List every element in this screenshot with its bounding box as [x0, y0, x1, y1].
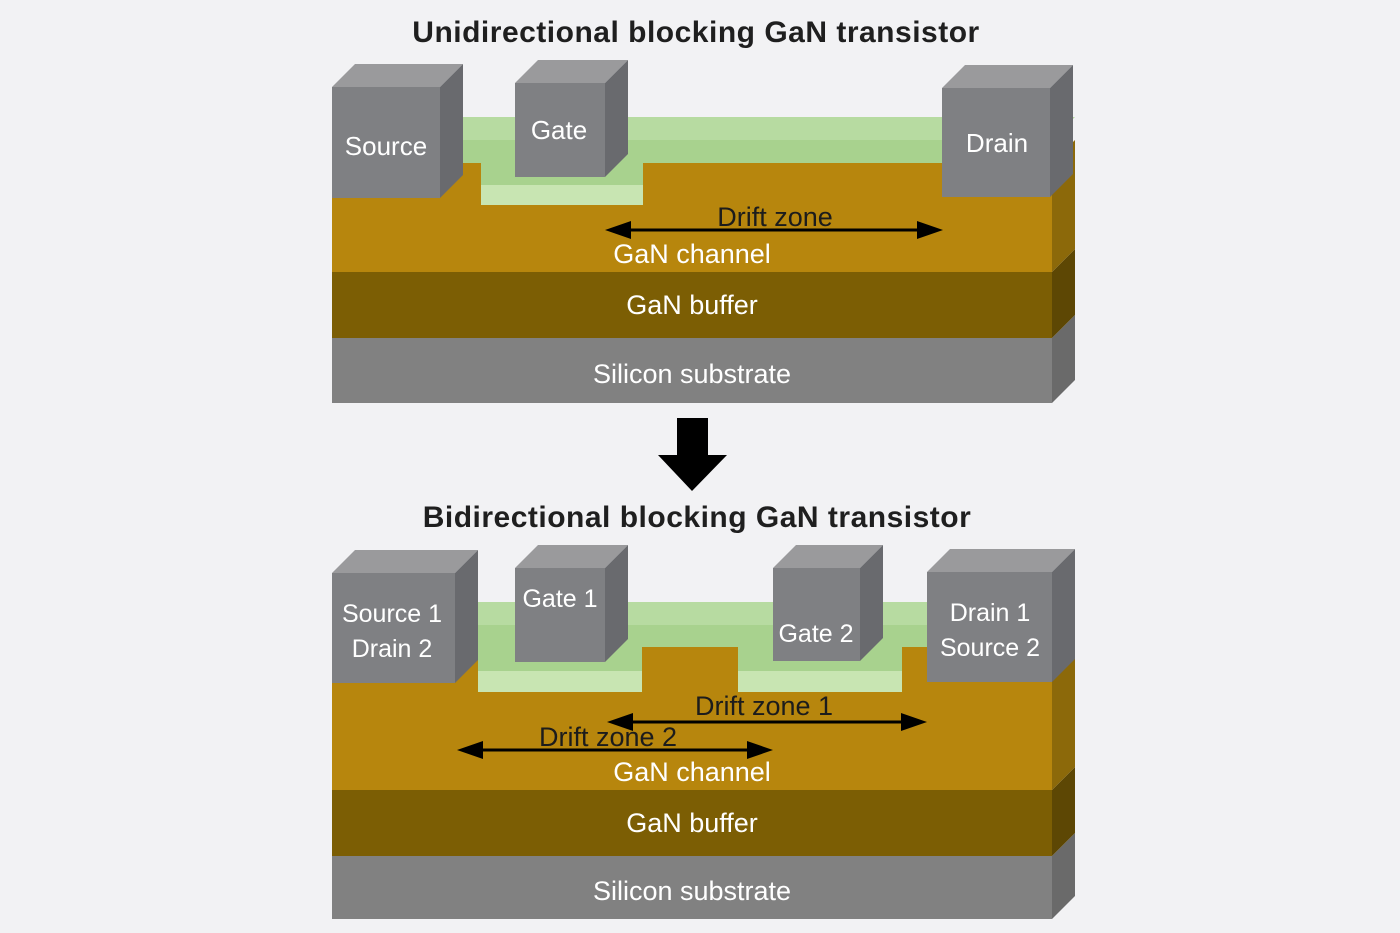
top-drift-zone-arrowhead-right [917, 221, 943, 239]
top-gate-side-face [605, 60, 628, 177]
bottom-drain2-label: Drain 2 [352, 635, 433, 663]
top-drain-label: Drain [966, 128, 1028, 158]
bottom-gate1-block [515, 568, 605, 662]
unidirectional-diagram: Unidirectional blocking GaN transistor S… [332, 16, 1075, 403]
bottom-drift-zone1-arrowhead-left [607, 713, 633, 731]
bottom-drift-zone2-arrowhead-right [747, 741, 773, 759]
top-substrate-label: Silicon substrate [593, 359, 791, 389]
top-substrate-side-face [1052, 315, 1075, 403]
top-gate-top-face [515, 60, 628, 83]
top-source-label: Source [345, 131, 427, 161]
bottom-substrate-side-face [1052, 833, 1075, 919]
top-source-block [332, 87, 440, 198]
top-drain-top-face [942, 65, 1073, 88]
top-buffer-label: GaN buffer [626, 290, 758, 320]
bottom-drain1-side-face [1052, 549, 1075, 682]
top-drain-side-face [1050, 65, 1073, 197]
bottom-gate1-side-face [605, 545, 628, 662]
bottom-drain1-label: Drain 1 [950, 599, 1031, 627]
bottom-gate2-trench-floor [738, 671, 902, 692]
bottom-substrate-label: Silicon substrate [593, 876, 791, 906]
bottom-title: Bidirectional blocking GaN transistor [423, 501, 972, 534]
bottom-gate2-label: Gate 2 [778, 620, 853, 648]
top-drift-zone-label: Drift zone [717, 202, 833, 232]
top-gate-block [515, 83, 605, 177]
bottom-drain1-top-face [927, 549, 1075, 572]
top-buffer-side-face [1052, 249, 1075, 338]
bottom-source2-label: Source 2 [940, 634, 1040, 662]
top-buffer-layer [332, 272, 1052, 338]
bottom-gate1-trench-floor [478, 671, 642, 692]
bottom-drain1-source2-block [927, 572, 1052, 682]
top-source-side-face [440, 64, 463, 198]
bottom-source1-side-face [455, 550, 478, 683]
bottom-source1-top-face [332, 550, 478, 573]
top-barrier-front-face [332, 140, 1052, 163]
bottom-gate2-top-face [773, 545, 883, 568]
bottom-drift-zone1-label: Drift zone 1 [695, 691, 833, 721]
bottom-gate2-side-face [860, 545, 883, 661]
bottom-drift-zone2-arrowhead-left [457, 741, 483, 759]
bottom-channel-label: GaN channel [613, 757, 771, 787]
bidirectional-diagram: Bidirectional blocking GaN transistor So… [332, 501, 1075, 919]
bottom-substrate-layer [332, 856, 1052, 919]
top-substrate-layer [332, 338, 1052, 403]
top-channel-label: GaN channel [613, 239, 771, 269]
top-drift-zone-arrowhead-left [605, 221, 631, 239]
bottom-drift-zone1-arrowhead-right [901, 713, 927, 731]
down-arrow-icon [658, 418, 727, 491]
bottom-gate1-top-face [515, 545, 628, 568]
bottom-source1-label: Source 1 [342, 600, 442, 628]
bottom-buffer-layer [332, 790, 1052, 856]
top-drain-block [942, 88, 1050, 197]
top-gate-label: Gate [531, 115, 587, 145]
top-gate-trench-floor [481, 185, 643, 205]
top-title: Unidirectional blocking GaN transistor [412, 16, 979, 49]
bottom-drift-zone2-label: Drift zone 2 [539, 722, 677, 752]
bottom-source1-drain2-block [332, 573, 455, 683]
bottom-gate2-block [773, 568, 860, 661]
bottom-buffer-side-face [1052, 767, 1075, 856]
top-source-top-face [332, 64, 463, 87]
bottom-buffer-label: GaN buffer [626, 808, 758, 838]
bottom-gate1-label: Gate 1 [522, 585, 597, 613]
